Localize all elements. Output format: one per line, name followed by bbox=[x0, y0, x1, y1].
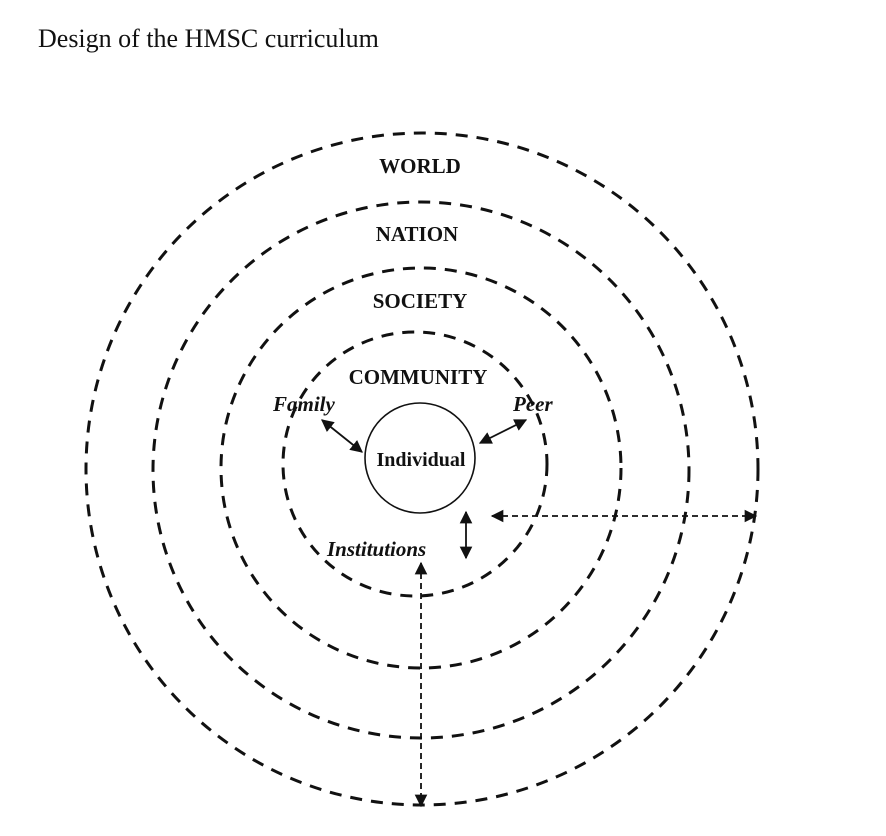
society-ring bbox=[219, 266, 623, 670]
label-society: SOCIETY bbox=[373, 289, 468, 313]
peer-arrow bbox=[478, 419, 528, 444]
label-world: WORLD bbox=[379, 154, 461, 178]
family-arrow bbox=[321, 419, 363, 453]
individual-circle bbox=[364, 402, 476, 514]
label-institutions: Institutions bbox=[326, 537, 426, 561]
label-peer: Peer bbox=[512, 392, 553, 416]
label-nation: NATION bbox=[376, 222, 458, 246]
community-ring bbox=[281, 330, 549, 598]
label-individual: Individual bbox=[377, 449, 466, 471]
diagram-title: Design of the HMSC curriculum bbox=[38, 24, 379, 53]
label-community: COMMUNITY bbox=[349, 365, 488, 389]
label-family: Family bbox=[272, 392, 336, 416]
